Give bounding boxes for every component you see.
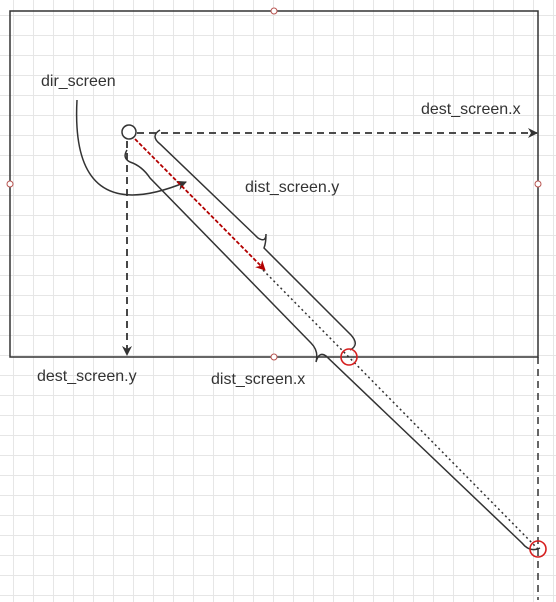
ray-dotted-line[interactable] (262, 269, 539, 550)
dist-screen-x-brace[interactable] (124, 149, 541, 551)
handle-top[interactable] (270, 7, 278, 15)
dir-screen-curved-arrow[interactable] (75, 99, 187, 196)
dest-screen-x-label: dest_screen.x (421, 101, 521, 118)
origin-point[interactable] (121, 124, 137, 140)
handle-right[interactable] (534, 180, 542, 188)
intersection-marker-destination[interactable] (529, 540, 547, 558)
handle-left[interactable] (6, 180, 14, 188)
dir-screen-label: dir_screen (41, 73, 116, 90)
dist-screen-y-label: dist_screen.y (245, 179, 339, 196)
handle-bottom[interactable] (270, 353, 278, 361)
dest-screen-y-label: dest_screen.y (37, 368, 137, 385)
dist-screen-y-brace[interactable] (154, 129, 356, 351)
dir-screen-vector-arrow[interactable] (134, 138, 266, 271)
dist-screen-x-label: dist_screen.x (211, 371, 305, 388)
intersection-marker-screen-edge[interactable] (340, 348, 358, 366)
